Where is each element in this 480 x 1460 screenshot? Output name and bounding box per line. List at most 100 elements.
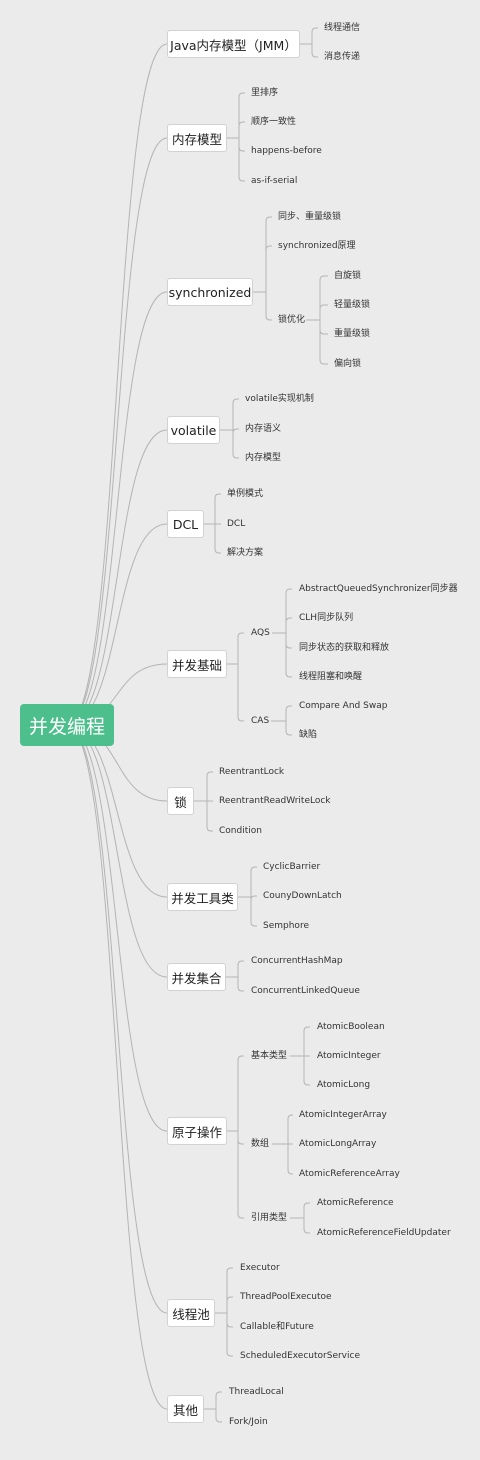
leaf-item[interactable]: Fork/Join [229, 1417, 268, 1427]
leaf-item[interactable]: ThreadPoolExecutoe [240, 1292, 332, 1302]
connector-line [232, 428, 239, 434]
leaf-item[interactable]: 内存语义 [245, 424, 282, 434]
topic-concurrent-collections[interactable]: 并发集合 [167, 963, 226, 991]
leaf-item[interactable]: AtomicIntegerArray [299, 1110, 387, 1120]
sub-topic-reference-types[interactable]: 引用类型 [251, 1213, 288, 1223]
leaf-item[interactable]: AtomicReferenceFieldUpdater [317, 1228, 451, 1238]
connector-line [237, 986, 244, 992]
leaf-item[interactable]: ReentrantReadWriteLock [219, 796, 331, 806]
leaf-item[interactable]: AtomicReferenceArray [299, 1169, 400, 1179]
connector-line [66, 43, 168, 726]
leaf-item[interactable]: Condition [219, 826, 262, 836]
connector-line [319, 304, 328, 310]
leaf-item[interactable]: 解决方案 [227, 548, 264, 558]
topic-concurrency-basics[interactable]: 并发基础 [167, 650, 227, 678]
connector-line [311, 52, 318, 58]
leaf-item[interactable]: as-if-serial [251, 176, 298, 186]
leaf-item[interactable]: 里排序 [251, 88, 279, 98]
topic-concurrency-tools[interactable]: 并发工具类 [167, 883, 238, 911]
connector-line [66, 724, 168, 1314]
leaf-item[interactable]: AtomicBoolean [317, 1022, 385, 1032]
leaf-item[interactable]: ReentrantLock [219, 767, 285, 777]
leaf-item[interactable]: AbstractQueuedSynchronizer同步器 [299, 584, 458, 594]
connector-line [238, 121, 245, 127]
leaf-item[interactable]: 线程阻塞和唤醒 [299, 672, 363, 682]
topic-memory-model[interactable]: 内存模型 [167, 124, 227, 152]
root-topic[interactable]: 并发编程 [20, 704, 114, 746]
leaf-item[interactable]: 单例模式 [227, 489, 264, 499]
connector-line [232, 453, 239, 459]
leaf-item[interactable]: 缺陷 [299, 730, 318, 740]
leaf-item[interactable]: 同步状态的获取和释放 [299, 643, 390, 653]
connector-line [66, 429, 168, 726]
connector-line [285, 617, 292, 623]
connector-line [206, 826, 213, 832]
leaf-item[interactable]: AtomicReference [317, 1198, 394, 1208]
leaf-item[interactable]: 重量级锁 [334, 329, 371, 339]
connector-line [226, 1267, 233, 1273]
sub-topic-basic-types[interactable]: 基本类型 [251, 1051, 288, 1061]
topic-thread-pool[interactable]: 线程池 [167, 1299, 215, 1327]
leaf-item[interactable]: synchronized原理 [278, 241, 356, 251]
connector-line [250, 895, 257, 901]
leaf-item[interactable]: ConcurrentHashMap [251, 956, 343, 966]
leaf-item[interactable]: volatile实现机制 [245, 394, 314, 404]
connector-line [303, 1026, 310, 1032]
leaf-item[interactable]: Semphore [263, 921, 309, 931]
connector-line [214, 493, 221, 499]
connector-line [303, 1228, 310, 1234]
leaf-item[interactable]: 线程通信 [324, 23, 361, 33]
topic-synchronized[interactable]: synchronized [167, 278, 253, 306]
connector-line [226, 1322, 233, 1328]
leaf-item[interactable]: CLH同步队列 [299, 613, 354, 623]
leaf-item[interactable]: ScheduledExecutorService [240, 1351, 360, 1361]
leaf-item[interactable]: happens-before [251, 146, 322, 156]
connector-line [237, 1055, 244, 1061]
leaf-item[interactable]: 轻量级锁 [334, 300, 371, 310]
connector-line [232, 398, 239, 404]
leaf-item[interactable]: 消息传递 [324, 52, 361, 62]
connector-line [250, 866, 257, 872]
leaf-item[interactable]: 自旋锁 [334, 271, 362, 281]
connector-line [237, 716, 244, 722]
connector-line [237, 1139, 244, 1145]
connector-line [287, 1114, 293, 1120]
connector-line [265, 315, 272, 321]
sub-topic-cas[interactable]: CAS [251, 716, 270, 726]
topic-volatile[interactable]: volatile [167, 416, 220, 444]
leaf-item[interactable]: 同步、重量级锁 [278, 212, 342, 222]
leaf-item[interactable]: 顺序一致性 [251, 117, 297, 127]
sub-topic-arrays[interactable]: 数组 [251, 1139, 270, 1149]
leaf-item[interactable]: ConcurrentLinkedQueue [251, 986, 360, 996]
connector-line [66, 291, 168, 726]
connector-line [285, 588, 292, 594]
leaf-item[interactable]: AtomicLong [317, 1080, 371, 1090]
connector-line [215, 1417, 222, 1423]
leaf-item[interactable]: Callable和Future [240, 1322, 314, 1332]
leaf-item[interactable]: CounyDownLatch [263, 891, 342, 901]
leaf-item[interactable]: AtomicInteger [317, 1051, 381, 1061]
leaf-item[interactable]: DCL [227, 519, 246, 529]
leaf-item[interactable]: Compare And Swap [299, 701, 388, 711]
topic-atomic-operations[interactable]: 原子操作 [167, 1117, 227, 1145]
connector-line [287, 1169, 293, 1175]
connector-line [237, 960, 244, 966]
connector-line [66, 137, 168, 726]
topic-lock[interactable]: 锁 [167, 787, 194, 815]
sub-topic-aqs[interactable]: AQS [251, 628, 270, 638]
connector-line [265, 245, 272, 251]
connector-line [237, 1213, 244, 1219]
leaf-item[interactable]: AtomicLongArray [299, 1139, 377, 1149]
leaf-item[interactable]: 内存模型 [245, 453, 282, 463]
sub-topic-lock-optimization[interactable]: 锁优化 [278, 315, 306, 325]
leaf-item[interactable]: Executor [240, 1263, 280, 1273]
connector-line [238, 176, 245, 182]
connector-line [66, 724, 168, 1410]
leaf-item[interactable]: 偏向锁 [334, 359, 362, 369]
topic-jmm[interactable]: Java内存模型（JMM） [167, 30, 300, 58]
topic-dcl[interactable]: DCL [167, 510, 204, 538]
leaf-item[interactable]: ThreadLocal [229, 1387, 284, 1397]
topic-others[interactable]: 其他 [167, 1395, 204, 1423]
leaf-item[interactable]: CyclicBarrier [263, 862, 321, 872]
connector-line [311, 27, 318, 33]
